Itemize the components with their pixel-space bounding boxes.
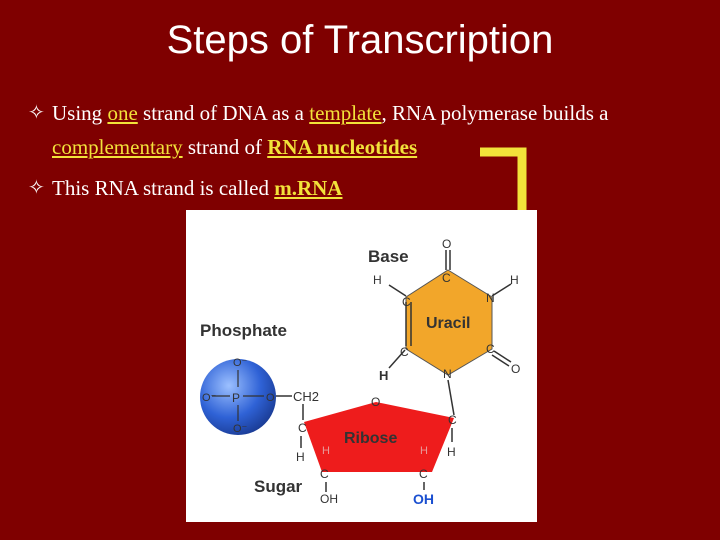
base-label: Base	[368, 247, 409, 266]
nucleotide-svg: Base Phosphate Sugar Uracil C N C N C C …	[200, 237, 520, 507]
bullet-star-icon: ✧	[28, 177, 45, 199]
atom-o: O	[442, 237, 451, 251]
atom-c: C	[448, 413, 457, 427]
atom-oh: OH	[320, 492, 338, 506]
ribose-label: Ribose	[344, 430, 397, 447]
keyword-rna-nucleotides: RNA nucleotides	[267, 135, 418, 159]
atom-c: C	[486, 342, 495, 356]
phosphate-sphere	[200, 359, 276, 435]
bullet-1-line-1: Using one strand of DNA as a template, R…	[52, 98, 608, 129]
atom-o: O	[371, 395, 380, 409]
keyword-template: template	[309, 101, 382, 125]
atom-oh-highlight: OH	[413, 491, 434, 507]
atom-c: C	[320, 467, 329, 481]
atom-c: C	[402, 295, 411, 309]
text-run: This RNA strand is called	[52, 176, 275, 200]
keyword-complementary: complementary	[52, 135, 183, 159]
atom-o-minus: O⁻	[233, 357, 248, 369]
atom-c: C	[419, 467, 428, 481]
atom-h: H	[373, 273, 382, 287]
atom-h: H	[447, 445, 456, 459]
text-run: , RNA polymerase builds a	[381, 101, 609, 125]
atom-h: H	[379, 368, 388, 383]
bullet-1-line-2: complementary strand of RNA nucleotides	[52, 132, 417, 163]
atom-ch2: CH2	[293, 389, 319, 404]
atom-h: H	[322, 445, 330, 457]
keyword-mrna: m.RNA	[274, 176, 343, 200]
atom-o: O	[266, 392, 275, 404]
atom-n: N	[443, 367, 452, 381]
text-run: strand of DNA as a	[137, 101, 310, 125]
atom-o-minus: O⁻	[202, 392, 217, 404]
text-run: Using	[52, 101, 108, 125]
atom-o: O	[511, 362, 520, 376]
bullet-2-line: This RNA strand is called m.RNA	[52, 173, 342, 204]
slide-title: Steps of Transcription	[166, 18, 554, 62]
uracil-ring	[405, 269, 493, 376]
keyword-one: one	[107, 101, 138, 125]
atom-p: P	[232, 391, 240, 405]
atom-c: C	[442, 271, 451, 285]
bullet-star-icon: ✧	[28, 102, 45, 124]
phosphate-label: Phosphate	[200, 321, 287, 340]
atom-c: C	[400, 345, 409, 359]
ribose-ring	[304, 402, 454, 472]
atom-h: H	[420, 445, 428, 457]
atom-h: H	[296, 450, 305, 464]
atom-c: C	[298, 421, 307, 435]
atom-o-minus: O⁻	[233, 423, 248, 435]
atom-h: H	[510, 273, 519, 287]
text-run: strand of	[182, 135, 268, 159]
nucleotide-diagram: Base Phosphate Sugar Uracil C N C N C C …	[186, 210, 537, 522]
atom-n: N	[486, 291, 495, 305]
sugar-label: Sugar	[254, 477, 303, 496]
uracil-label: Uracil	[426, 315, 470, 332]
